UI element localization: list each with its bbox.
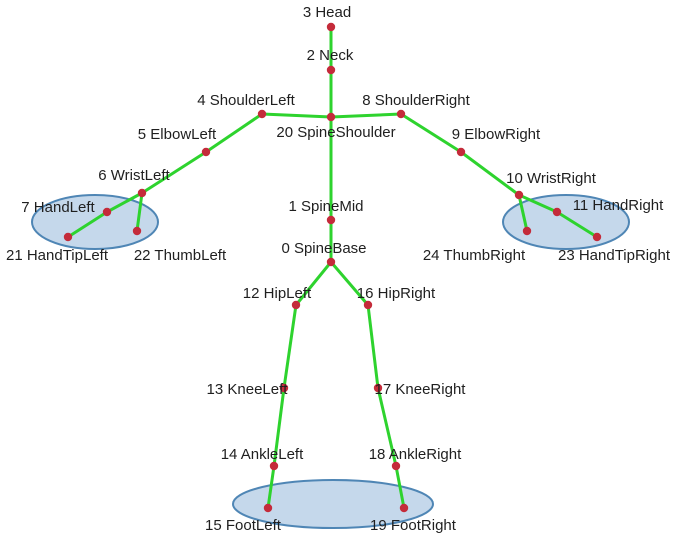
joint-dot-8-shoulderright	[396, 109, 406, 119]
feet-ellipse	[232, 479, 434, 529]
bone-10-wristright--11-handright	[517, 193, 559, 214]
joint-label-5-elbowleft: 5 ElbowLeft	[138, 126, 217, 143]
joint-label-1-spinemid: 1 SpineMid	[288, 198, 363, 215]
joint-label-24-thumbright: 24 ThumbRight	[423, 247, 526, 264]
joint-dot-19-footright	[399, 503, 409, 513]
joint-label-7-handleft: 7 HandLeft	[21, 199, 95, 216]
joint-label-4-shoulderleft: 4 ShoulderLeft	[197, 92, 295, 109]
joint-label-3-head: 3 Head	[303, 4, 351, 21]
bone-10-wristright--24-thumbright	[517, 193, 529, 233]
joint-dot-2-neck	[326, 65, 336, 75]
joint-label-18-ankleright: 18 AnkleRight	[369, 446, 462, 463]
joint-label-14-ankleleft: 14 AnkleLeft	[221, 446, 304, 463]
bone-9-elbowright--10-wristright	[459, 150, 521, 197]
joint-label-23-handtipright: 23 HandTipRight	[558, 247, 671, 264]
bone-7-handleft--21-handtipleft	[66, 210, 109, 239]
joint-label-22-thumbleft: 22 ThumbLeft	[134, 247, 227, 264]
bone-0-spinebase--16-hipright	[329, 260, 370, 307]
joint-dot-16-hipright	[363, 300, 373, 310]
bone-16-hipright--17-kneeright	[366, 303, 380, 390]
bone-20-spineshoulder--8-shoulderright	[329, 112, 403, 119]
bone-14-ankleleft--15-footleft	[266, 464, 276, 510]
joint-dot-22-thumbleft	[132, 226, 142, 236]
joint-dot-12-hipleft	[291, 300, 301, 310]
joint-label-17-kneeright: 17 KneeRight	[375, 381, 467, 398]
joint-dot-18-ankleright	[391, 461, 401, 471]
joint-dot-23-handtipright	[592, 232, 602, 242]
bone-6-wristleft--22-thumbleft	[135, 191, 144, 233]
joint-label-0-spinebase: 0 SpineBase	[281, 240, 366, 257]
joint-dot-7-handleft	[102, 207, 112, 217]
joint-label-16-hipright: 16 HipRight	[357, 285, 436, 302]
bone-0-spinebase--12-hipleft	[294, 260, 333, 307]
joint-label-8-shoulderright: 8 ShoulderRight	[362, 92, 470, 109]
joint-dot-10-wristright	[514, 190, 524, 200]
joint-label-2-neck: 2 Neck	[307, 47, 354, 64]
bone-4-shoulderleft--5-elbowleft	[204, 112, 264, 154]
joint-dot-11-handright	[552, 207, 562, 217]
bone-8-shoulderright--9-elbowright	[399, 112, 463, 154]
joint-dot-20-spineshoulder	[326, 112, 336, 122]
bone-13-kneeleft--14-ankleleft	[272, 386, 286, 468]
joint-label-21-handtipleft: 21 HandTipLeft	[6, 247, 109, 264]
bone-11-handright--23-handtipright	[555, 210, 599, 239]
bone-20-spineshoulder--4-shoulderleft	[260, 112, 333, 119]
joint-dot-1-spinemid	[326, 215, 336, 225]
bone-6-wristleft--7-handleft	[105, 191, 144, 214]
bone-17-kneeright--18-ankleright	[376, 386, 398, 468]
joint-label-15-footleft: 15 FootLeft	[205, 517, 282, 534]
joint-label-6-wristleft: 6 WristLeft	[98, 167, 170, 184]
joint-dot-4-shoulderleft	[257, 109, 267, 119]
joint-dot-3-head	[326, 22, 336, 32]
joint-dot-13-kneeleft	[279, 383, 289, 393]
left-hand-ellipse	[31, 194, 159, 250]
bone-12-hipleft--13-kneeleft	[282, 303, 298, 390]
joint-dot-24-thumbright	[522, 226, 532, 236]
joint-dot-9-elbowright	[456, 147, 466, 157]
joint-label-20-spineshoulder: 20 SpineShoulder	[276, 124, 395, 141]
joint-dot-14-ankleleft	[269, 461, 279, 471]
joint-label-13-kneeleft: 13 KneeLeft	[207, 381, 289, 398]
joint-label-19-footright: 19 FootRight	[370, 517, 457, 534]
joint-dot-0-spinebase	[326, 257, 336, 267]
bone-5-elbowleft--6-wristleft	[140, 150, 208, 195]
joint-dot-21-handtipleft	[63, 232, 73, 242]
joint-dot-5-elbowleft	[201, 147, 211, 157]
joint-dot-6-wristleft	[137, 188, 147, 198]
joint-label-11-handright: 11 HandRight	[573, 197, 664, 214]
joint-label-9-elbowright: 9 ElbowRight	[452, 126, 541, 143]
joint-dot-17-kneeright	[373, 383, 383, 393]
joint-label-10-wristright: 10 WristRight	[506, 170, 597, 187]
joint-label-12-hipleft: 12 HipLeft	[243, 285, 312, 302]
bone-18-ankleright--19-footright	[394, 464, 406, 510]
joint-dot-15-footleft	[263, 503, 273, 513]
